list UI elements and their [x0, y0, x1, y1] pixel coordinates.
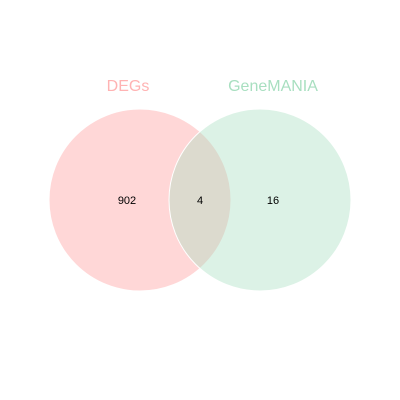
count-genemania-only: 16	[267, 195, 279, 207]
set-label-degs: DEGs	[107, 78, 150, 95]
set-circle-genemania	[168, 108, 352, 292]
set-label-genemania: GeneMANIA	[228, 78, 318, 95]
count-intersection: 4	[197, 195, 203, 207]
count-degs-only: 902	[118, 195, 136, 207]
set-circle-degs	[48, 108, 232, 292]
